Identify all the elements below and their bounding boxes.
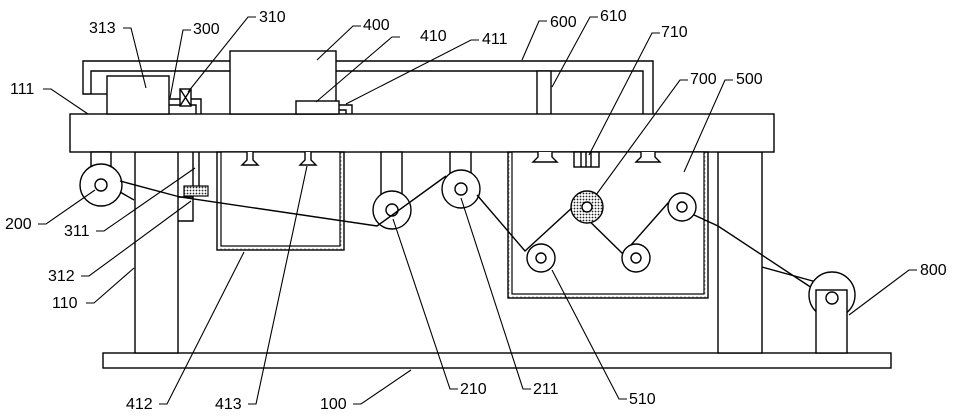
- roller-upper-right: [668, 193, 696, 221]
- label-211: 211: [533, 381, 559, 398]
- label-411: 411: [482, 31, 508, 48]
- label-410: 410: [420, 28, 447, 45]
- left-leg: [135, 152, 178, 353]
- roller-700: [571, 191, 603, 223]
- label-210: 210: [460, 381, 487, 398]
- label-700: 700: [690, 71, 717, 88]
- label-610: 610: [600, 8, 627, 25]
- winder-800: [809, 272, 855, 353]
- tank-412: [217, 152, 344, 250]
- label-500: 500: [736, 71, 763, 88]
- label-600: 600: [550, 14, 577, 31]
- label-313: 313: [89, 20, 116, 37]
- label-110: 110: [52, 295, 78, 312]
- pump-410: [296, 101, 339, 114]
- label-800: 800: [920, 262, 947, 279]
- worktable: [70, 114, 774, 152]
- label-400: 400: [363, 17, 390, 34]
- label-312: 312: [48, 268, 75, 285]
- roller-510-right: [622, 244, 650, 272]
- label-710: 710: [661, 24, 688, 41]
- base-plate: [103, 353, 891, 368]
- label-310: 310: [259, 9, 286, 26]
- spray-311-312: [178, 152, 208, 221]
- right-leg: [718, 152, 762, 353]
- roller-210: [373, 152, 411, 229]
- roller-200: [80, 152, 122, 206]
- valve-assembly: [169, 89, 201, 114]
- label-510: 510: [629, 391, 656, 408]
- label-300: 300: [193, 21, 220, 38]
- tank-500: [508, 152, 708, 298]
- box-313: [107, 76, 169, 114]
- label-412: 412: [126, 396, 153, 413]
- roller-510-left: [527, 244, 555, 272]
- label-100: 100: [320, 396, 347, 413]
- label-200: 200: [5, 216, 32, 233]
- label-413: 413: [215, 396, 242, 413]
- label-111: 111: [10, 81, 34, 98]
- label-311: 311: [64, 223, 90, 240]
